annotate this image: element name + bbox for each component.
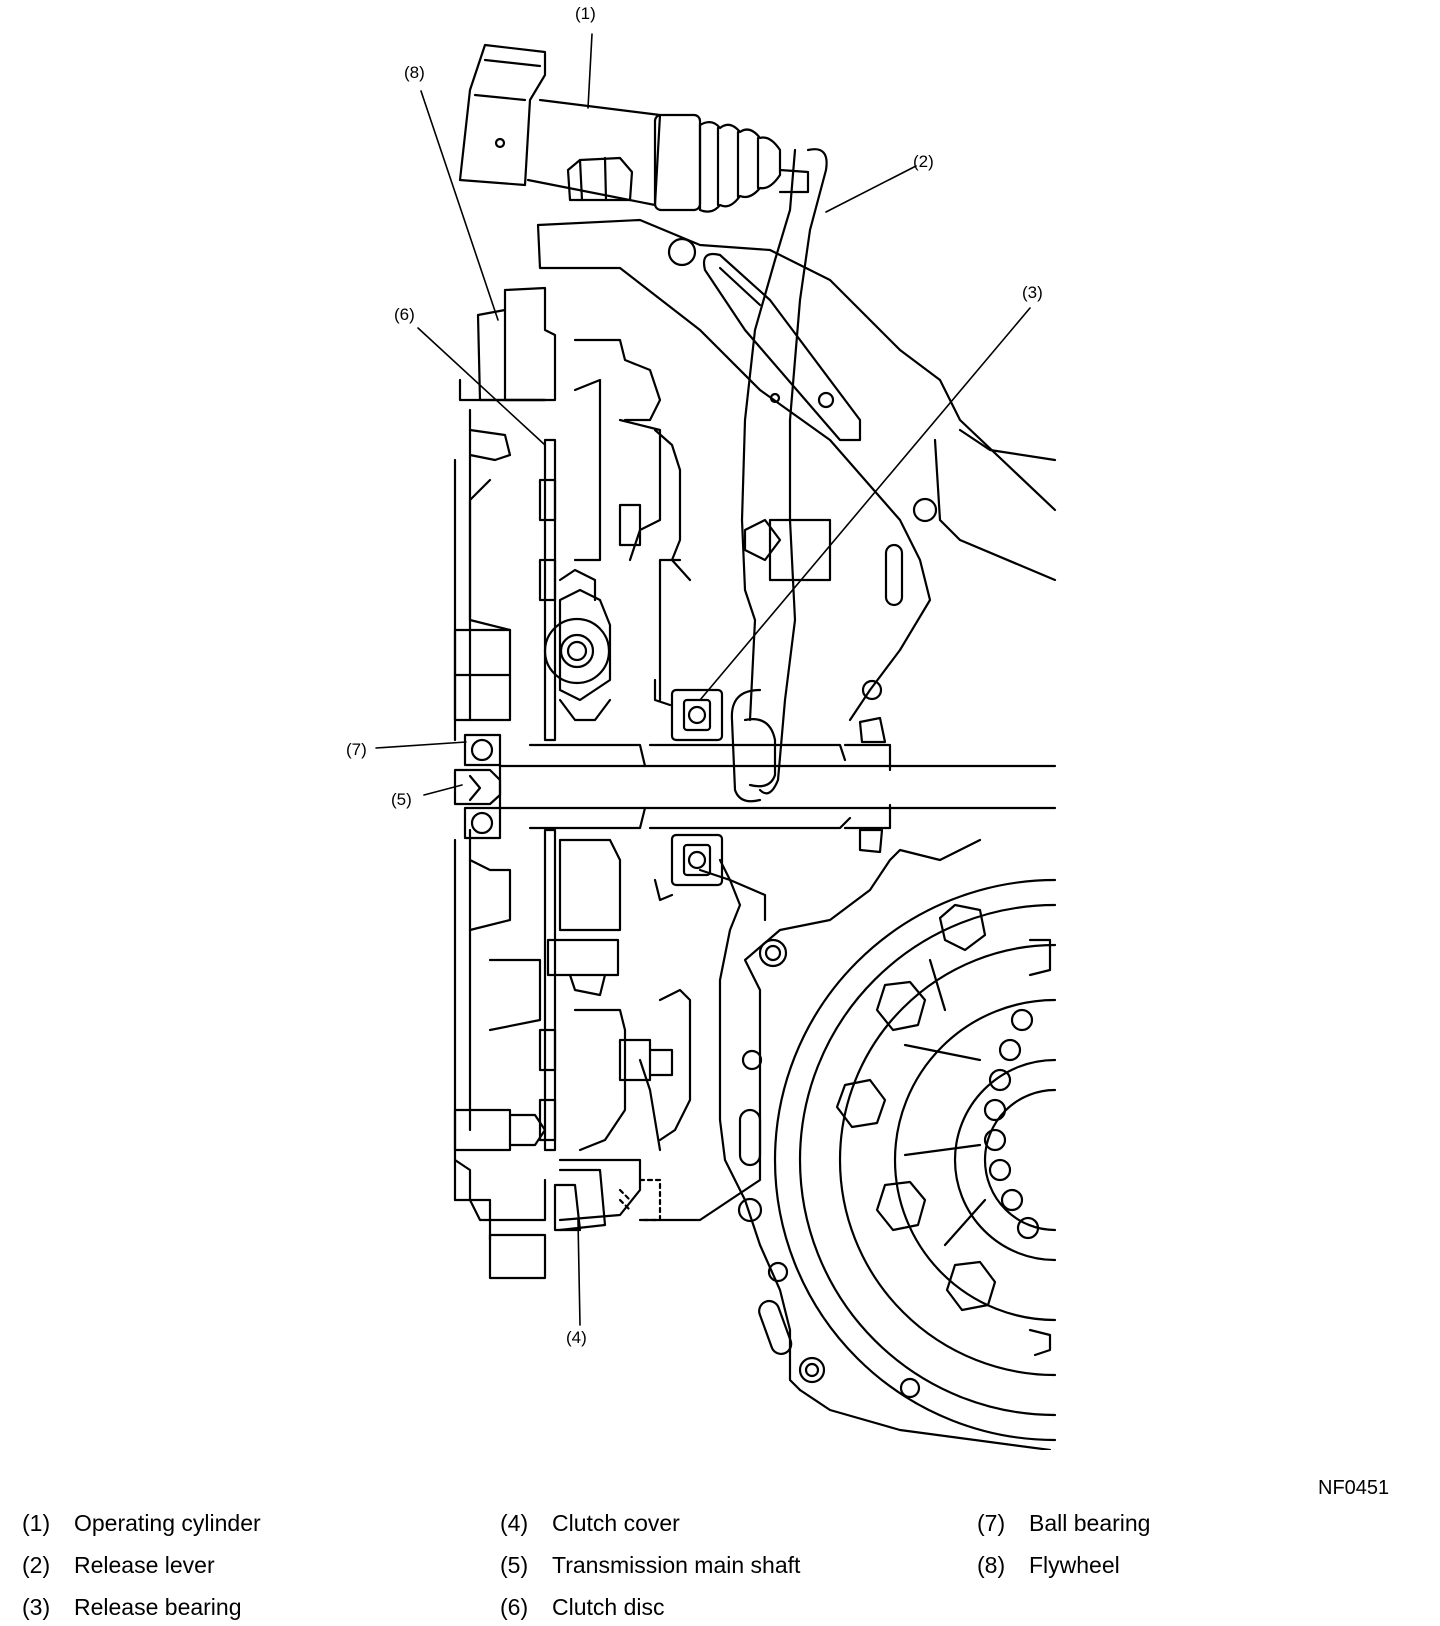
clutch-cover-part [553,338,692,1232]
legend-label: Ball bearing [1029,1510,1151,1536]
legend-item-5: (5) Transmission main shaft [500,1552,800,1579]
legend-num: (8) [977,1552,1006,1578]
callout-2: (2) [913,152,934,171]
parts-legend: (1) Operating cylinder (2) Release lever (… [0,1510,1440,1626]
flywheel-part [453,286,557,1280]
callout-4: (4) [566,1328,587,1347]
legend-num: (1) [22,1510,51,1536]
callout-1: (1) [575,4,596,23]
legend-label: Clutch disc [552,1594,665,1620]
callout-leader-lines [375,33,1031,1326]
release-bearing-part [653,678,767,922]
legend-label: Operating cylinder [74,1510,261,1536]
legend-label: Clutch cover [552,1510,680,1536]
legend-item-8: (8) Flywheel [977,1552,1120,1579]
callout-7: (7) [346,740,367,759]
ball-bearing-part [453,733,502,840]
legend-item-1: (1) Operating cylinder [22,1510,261,1537]
legend-item-6: (6) Clutch disc [500,1594,664,1621]
legend-num: (3) [22,1594,51,1620]
legend-item-7: (7) Ball bearing [977,1510,1150,1537]
housing-lower-plate [638,838,1052,1450]
operating-cylinder-part [458,43,810,213]
legend-num: (7) [977,1510,1006,1536]
legend-item-3: (3) Release bearing [22,1594,242,1621]
legend-item-2: (2) Release lever [22,1552,215,1579]
legend-num: (6) [500,1594,529,1620]
legend-num: (4) [500,1510,529,1536]
callout-5: (5) [391,790,412,809]
housing-upper-bracket [536,218,1057,722]
legend-num: (5) [500,1552,529,1578]
legend-label: Flywheel [1029,1552,1120,1578]
legend-label: Release bearing [74,1594,242,1620]
transmission-main-shaft-part [498,716,1057,854]
legend-label: Release lever [74,1552,215,1578]
callout-8: (8) [404,63,425,82]
release-lever-part [730,148,835,803]
ring-gear-part [773,878,1057,1442]
cylinder-mount-bolt [566,156,634,202]
figure-code: NF0451 [1318,1477,1390,1499]
legend-label: Transmission main shaft [552,1552,801,1578]
legend-num: (2) [22,1552,51,1578]
callout-3: (3) [1022,283,1043,302]
clutch-disc-part [538,438,622,1152]
callout-6: (6) [394,305,415,324]
clutch-assembly-diagram [375,33,1057,1450]
legend-item-4: (4) Clutch cover [500,1510,680,1537]
